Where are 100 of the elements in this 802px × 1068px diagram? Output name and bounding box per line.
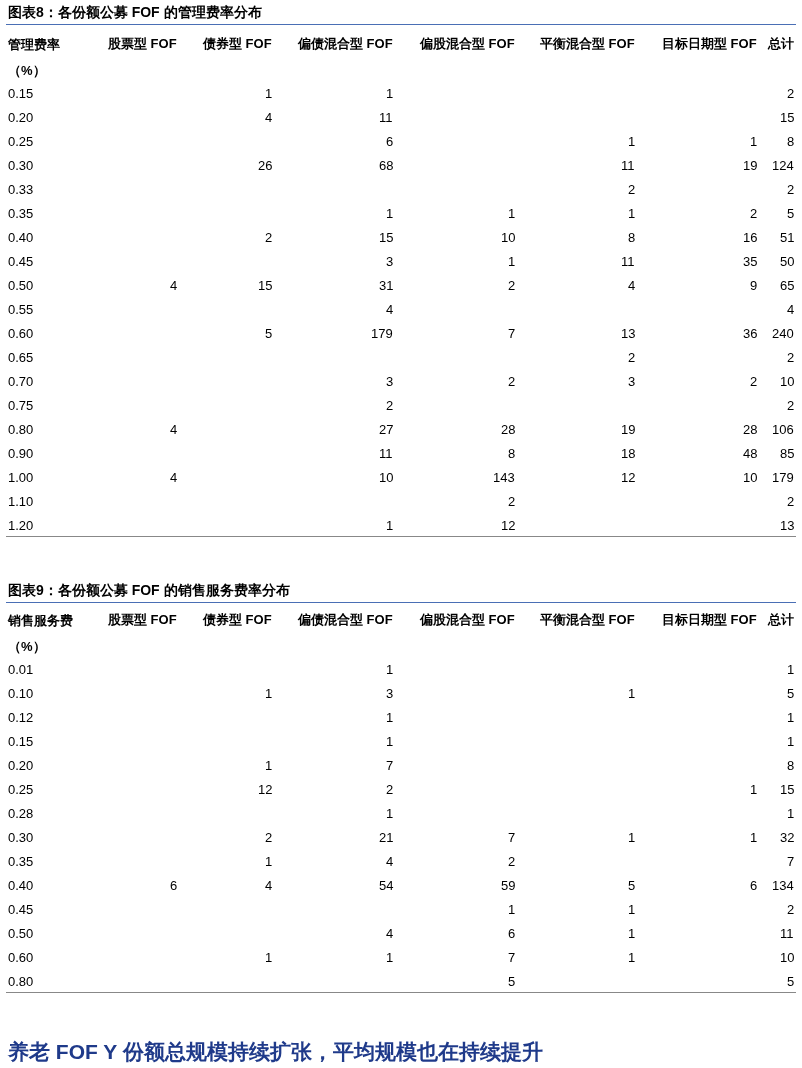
total-value: 15 bbox=[780, 782, 795, 798]
count-value: 54 bbox=[379, 878, 394, 894]
total-value: 15 bbox=[780, 110, 795, 126]
count-value: 2 bbox=[508, 854, 516, 870]
count-value: 9 bbox=[750, 278, 758, 294]
count-value: 2 bbox=[265, 830, 273, 846]
count-value: 1 bbox=[508, 254, 516, 270]
total-value: 5 bbox=[787, 206, 795, 222]
total-value: 8 bbox=[787, 134, 795, 150]
count-value: 1 bbox=[386, 950, 394, 966]
count-value: 4 bbox=[265, 878, 273, 894]
count-value: 1 bbox=[628, 926, 636, 942]
total-value: 2 bbox=[787, 350, 795, 366]
rate-value: 0.60 bbox=[8, 326, 34, 342]
count-value: 59 bbox=[501, 878, 516, 894]
total-value: 106 bbox=[772, 422, 794, 438]
rate-value: 0.40 bbox=[8, 878, 34, 894]
count-value: 1 bbox=[750, 830, 758, 846]
count-value: 5 bbox=[265, 326, 273, 342]
count-value: 2 bbox=[386, 398, 394, 414]
count-value: 7 bbox=[508, 950, 516, 966]
rate-value: 0.45 bbox=[8, 902, 34, 918]
rate-value: 0.15 bbox=[8, 734, 34, 750]
total-value: 32 bbox=[780, 830, 795, 846]
total-value: 13 bbox=[780, 518, 795, 534]
count-value: 1 bbox=[750, 134, 758, 150]
total-value: 85 bbox=[780, 446, 795, 462]
count-value: 2 bbox=[508, 494, 516, 510]
column-header: 目标日期型 FOF bbox=[662, 36, 757, 52]
rate-value: 0.90 bbox=[8, 446, 34, 462]
total-value: 2 bbox=[787, 494, 795, 510]
total-value: 5 bbox=[787, 974, 795, 990]
total-value: 1 bbox=[787, 734, 795, 750]
rate-value: 0.30 bbox=[8, 830, 34, 846]
count-value: 5 bbox=[508, 974, 516, 990]
count-value: 2 bbox=[265, 230, 273, 246]
count-value: 31 bbox=[379, 278, 394, 294]
figure-title: 图表9：各份额公募 FOF 的销售服务费率分布 bbox=[8, 582, 290, 598]
total-value: 2 bbox=[787, 902, 795, 918]
rate-value: 0.35 bbox=[8, 206, 34, 222]
count-value: 7 bbox=[508, 326, 516, 342]
rate-value: 0.33 bbox=[8, 182, 34, 198]
rate-value: 0.30 bbox=[8, 158, 34, 174]
count-value: 11 bbox=[621, 158, 635, 174]
count-value: 27 bbox=[379, 422, 394, 438]
rate-value: 0.10 bbox=[8, 686, 34, 702]
count-value: 26 bbox=[258, 158, 273, 174]
count-value: 4 bbox=[628, 278, 636, 294]
rate-value: 0.70 bbox=[8, 374, 34, 390]
count-value: 2 bbox=[750, 206, 758, 222]
total-value: 134 bbox=[772, 878, 794, 894]
rate-value: 0.55 bbox=[8, 302, 34, 318]
column-header: 偏股混合型 FOF bbox=[420, 36, 515, 52]
count-value: 1 bbox=[386, 734, 394, 750]
rate-value: 0.01 bbox=[8, 662, 34, 678]
count-value: 6 bbox=[508, 926, 516, 942]
count-value: 11 bbox=[379, 446, 393, 462]
total-value: 4 bbox=[787, 302, 795, 318]
rate-value: 0.20 bbox=[8, 110, 34, 126]
count-value: 1 bbox=[386, 206, 394, 222]
total-value: 5 bbox=[787, 686, 795, 702]
column-header: 销售服务费（%） bbox=[8, 612, 74, 656]
column-header: 目标日期型 FOF bbox=[662, 612, 757, 628]
count-value: 1 bbox=[386, 86, 394, 102]
column-header: 债券型 FOF bbox=[203, 36, 272, 52]
rate-value: 0.50 bbox=[8, 926, 34, 942]
rate-value: 1.00 bbox=[8, 470, 34, 486]
total-value: 1 bbox=[787, 806, 795, 822]
count-value: 4 bbox=[386, 302, 394, 318]
count-value: 10 bbox=[743, 470, 758, 486]
count-value: 1 bbox=[265, 854, 273, 870]
total-value: 8 bbox=[787, 758, 795, 774]
count-value: 10 bbox=[379, 470, 394, 486]
count-value: 4 bbox=[386, 854, 394, 870]
count-value: 1 bbox=[508, 206, 516, 222]
count-value: 1 bbox=[628, 950, 636, 966]
count-value: 11 bbox=[379, 110, 393, 126]
column-header: 偏债混合型 FOF bbox=[298, 612, 393, 628]
column-header: 股票型 FOF bbox=[108, 612, 177, 628]
rate-value: 0.20 bbox=[8, 758, 34, 774]
count-value: 8 bbox=[628, 230, 636, 246]
count-value: 6 bbox=[750, 878, 758, 894]
rate-value: 0.50 bbox=[8, 278, 34, 294]
count-value: 2 bbox=[508, 278, 516, 294]
count-value: 179 bbox=[371, 326, 393, 342]
total-value: 2 bbox=[787, 398, 795, 414]
count-value: 1 bbox=[628, 134, 636, 150]
count-value: 21 bbox=[379, 830, 394, 846]
count-value: 2 bbox=[508, 374, 516, 390]
count-value: 1 bbox=[628, 686, 636, 702]
total-value: 7 bbox=[787, 854, 795, 870]
count-value: 18 bbox=[621, 446, 636, 462]
count-value: 19 bbox=[621, 422, 636, 438]
count-value: 3 bbox=[386, 686, 394, 702]
rate-value: 0.25 bbox=[8, 134, 34, 150]
count-value: 2 bbox=[628, 350, 636, 366]
rate-value: 0.15 bbox=[8, 86, 34, 102]
section-heading: 养老 FOF Y 份额总规模持续扩张，平均规模也在持续提升 bbox=[8, 1039, 543, 1065]
count-value: 12 bbox=[501, 518, 516, 534]
column-header: 总计 bbox=[768, 612, 794, 628]
